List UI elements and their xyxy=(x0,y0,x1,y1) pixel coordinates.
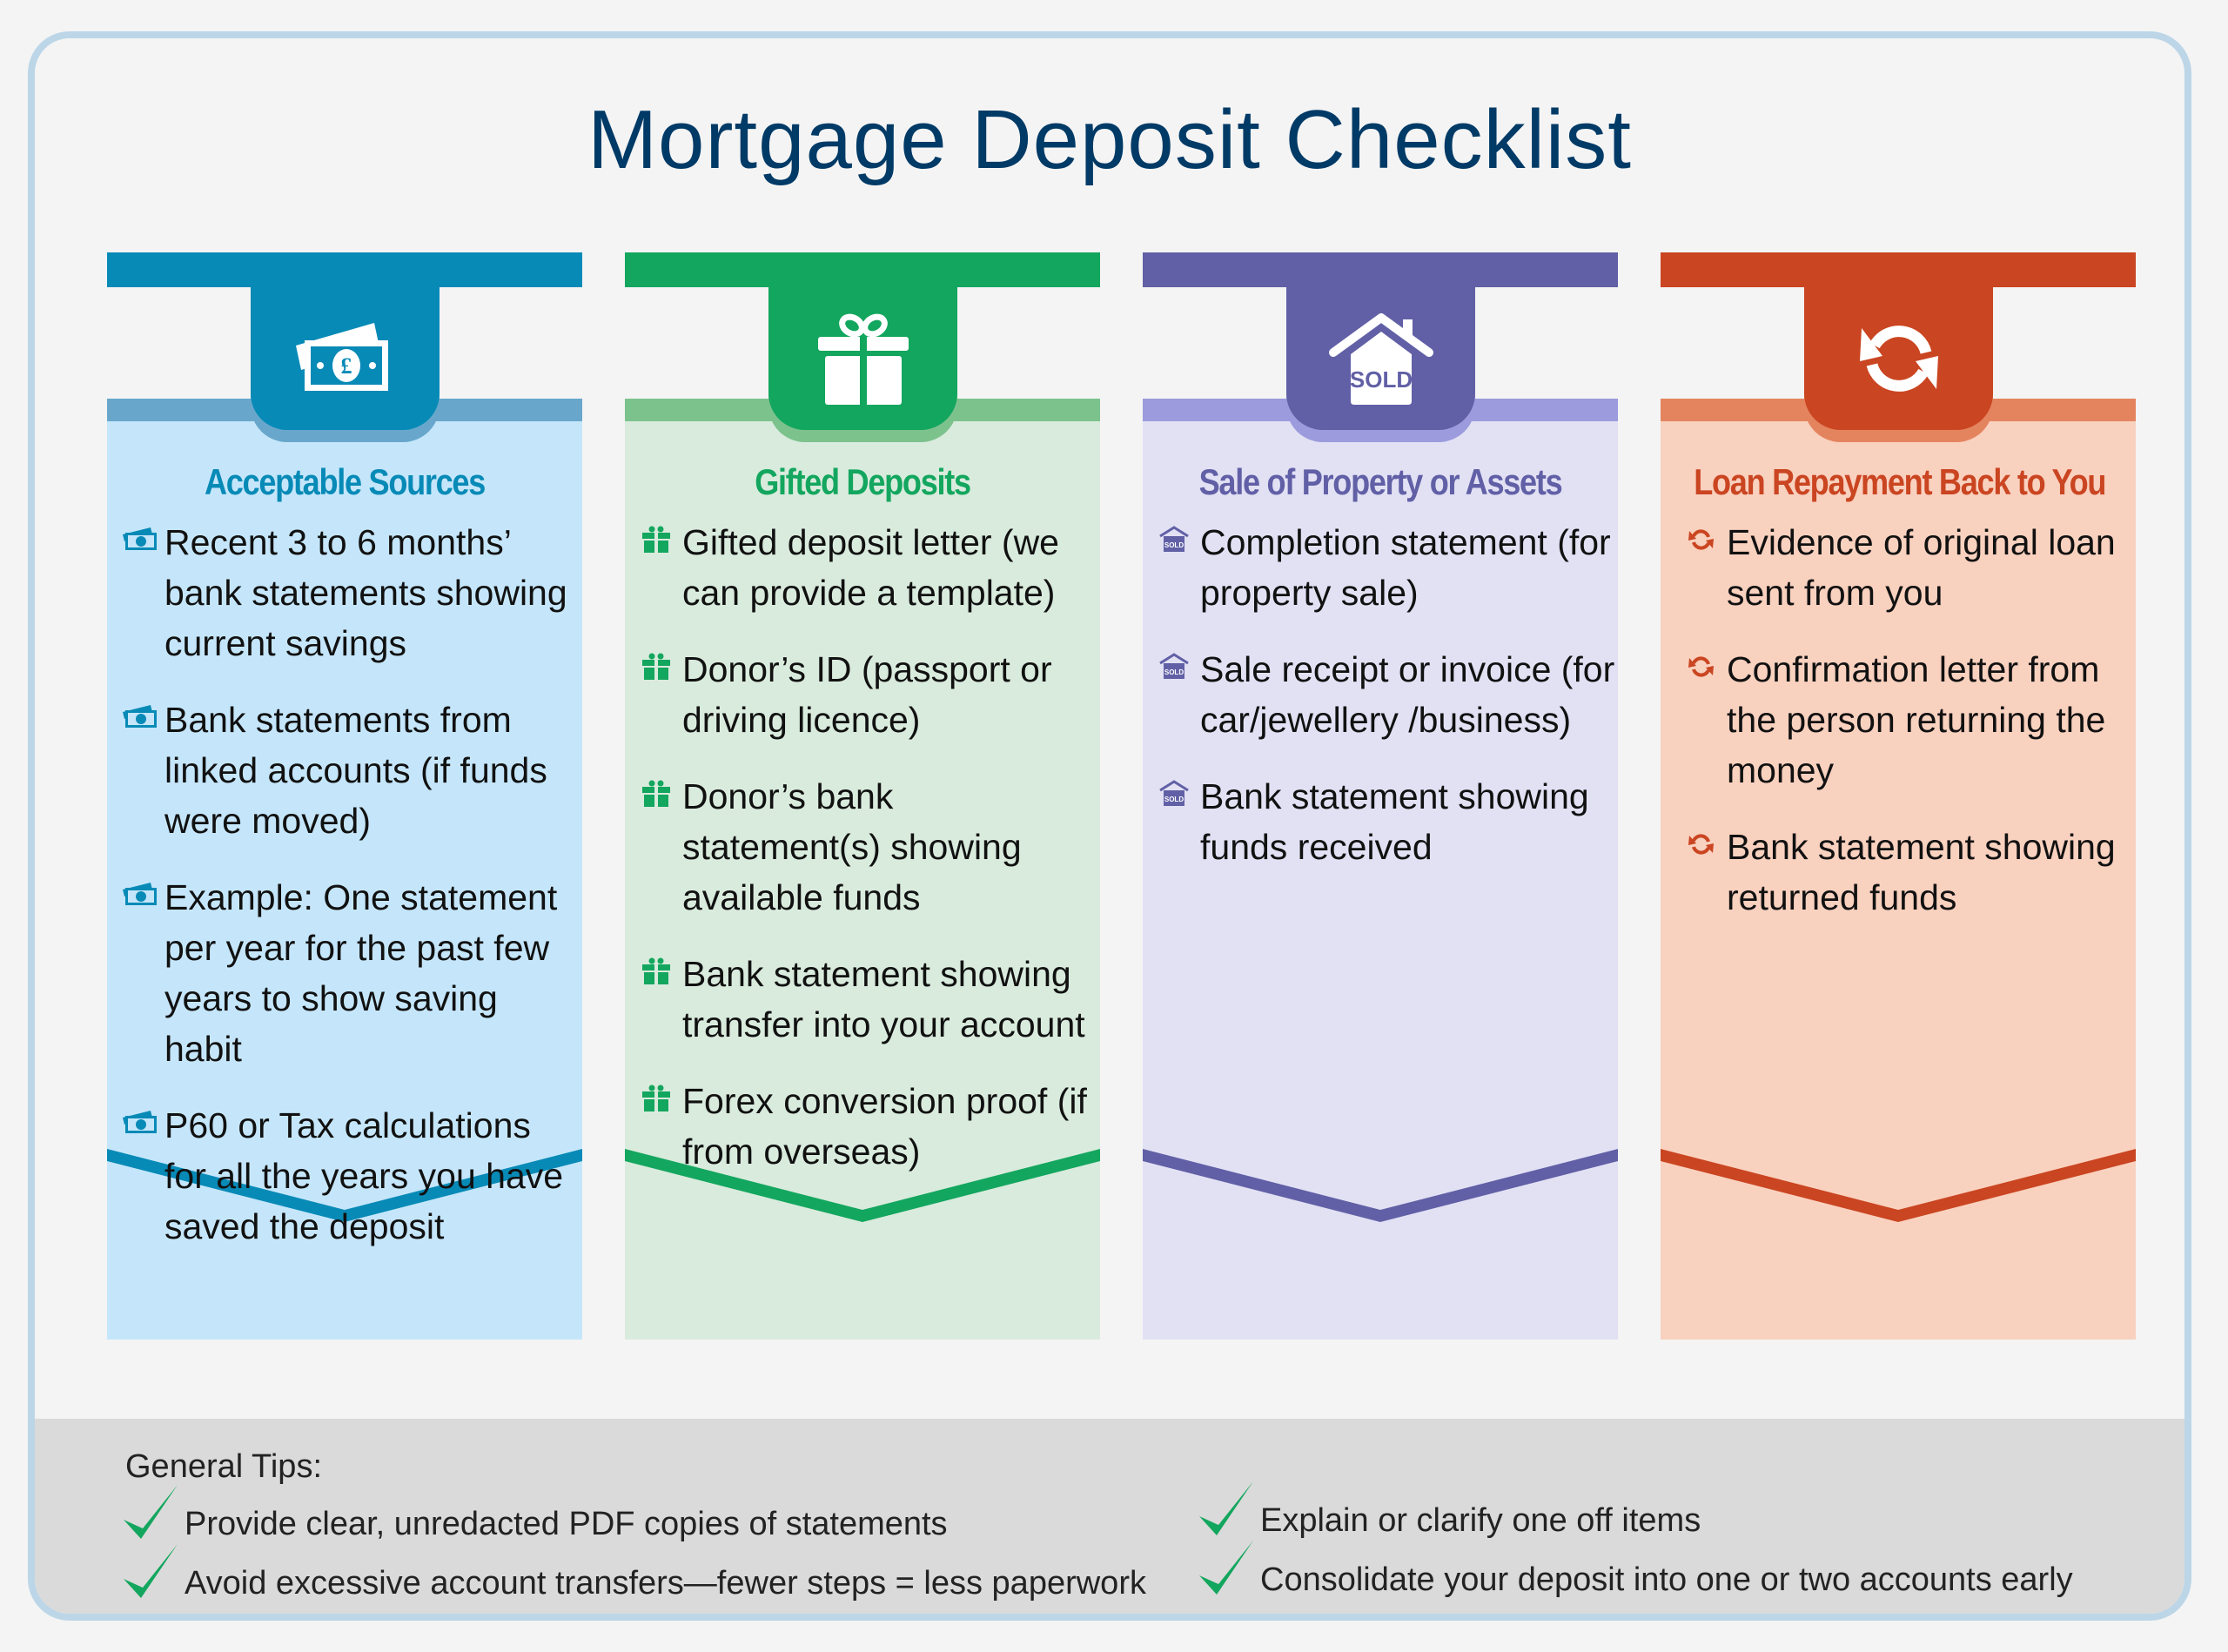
checkmark-icon xyxy=(1199,1481,1253,1535)
list-item: Example: One statement per year for the … xyxy=(119,872,582,1074)
banknote-icon xyxy=(123,527,157,550)
chevron-bottom xyxy=(625,1123,1100,1222)
column-loan-repayment: Loan Repayment Back to You Evidence of o… xyxy=(1661,252,2136,1445)
top-bar xyxy=(107,252,582,287)
gift-icon xyxy=(642,653,670,681)
tips-label: General Tips: xyxy=(125,1448,322,1485)
svg-text:SOLD: SOLD xyxy=(1349,366,1412,393)
sold-house-icon: SOLD xyxy=(1159,653,1189,679)
chevron-bottom xyxy=(1143,1123,1618,1222)
chevron-bottom xyxy=(107,1123,582,1222)
gift-icon xyxy=(642,780,670,808)
list-item: Donor’s ID (passport or driving licence) xyxy=(637,644,1100,745)
svg-text:SOLD: SOLD xyxy=(1164,541,1184,549)
list-item: Evidence of original loan sent from you xyxy=(1681,517,2144,618)
top-bar xyxy=(1143,252,1618,287)
list-item: Forex conversion proof (if from overseas… xyxy=(637,1076,1100,1177)
list-item: Gifted deposit letter (we can provide a … xyxy=(637,517,1100,618)
icon-tab: SOLD xyxy=(1286,287,1475,430)
tip-item: Explain or clarify one off items xyxy=(1199,1481,1701,1540)
icon-tab: £ xyxy=(251,287,440,430)
sold-house-icon: SOLD xyxy=(1159,526,1189,552)
checkmark-icon xyxy=(124,1485,178,1539)
checklist-frame: Mortgage Deposit Checklist £ Acceptable … xyxy=(28,31,2191,1621)
column-heading: Loan Repayment Back to You xyxy=(1694,461,2106,502)
column-heading: Acceptable Sources xyxy=(204,461,486,502)
column-gifted-deposits: Gifted Deposits Gifted deposit letter (w… xyxy=(625,252,1100,1445)
item-list: Evidence of original loan sent from you … xyxy=(1681,517,2144,949)
gift-icon xyxy=(642,526,670,554)
svg-text:SOLD: SOLD xyxy=(1164,668,1184,676)
list-item: Recent 3 to 6 months’ bank statements sh… xyxy=(119,517,582,668)
column-acceptable-sources: £ Acceptable Sources Recent 3 to 6 month… xyxy=(107,252,582,1445)
top-bar xyxy=(625,252,1100,287)
top-bar xyxy=(1661,252,2136,287)
column-heading: Sale of Property or Assets xyxy=(1198,461,1563,502)
column-heading: Gifted Deposits xyxy=(755,461,971,502)
tip-item: Consolidate your deposit into one or two… xyxy=(1199,1541,2073,1599)
list-item: Donor’s bank statement(s) showing availa… xyxy=(637,771,1100,923)
sold-house-icon: SOLD xyxy=(1328,313,1433,405)
gift-icon xyxy=(817,313,909,406)
gift-icon xyxy=(642,1085,670,1112)
page-title: Mortgage Deposit Checklist xyxy=(587,93,1632,186)
tip-item: Avoid excessive account transfers—fewer … xyxy=(124,1544,1146,1602)
refresh-arrows-icon xyxy=(1688,834,1714,855)
refresh-arrows-icon xyxy=(1859,326,1938,392)
refresh-arrows-icon xyxy=(1688,656,1714,677)
refresh-arrows-icon xyxy=(1688,529,1714,550)
list-item: Bank statements from linked accounts (if… xyxy=(119,695,582,846)
banknote-icon xyxy=(123,883,157,905)
chevron-bottom xyxy=(1661,1123,2136,1222)
list-item: Bank statement showing returned funds xyxy=(1681,822,2144,923)
general-tips-panel: General Tips: Provide clear, unredacted … xyxy=(35,1419,2184,1614)
svg-text:£: £ xyxy=(340,353,352,379)
svg-text:SOLD: SOLD xyxy=(1164,796,1184,803)
checkmark-icon xyxy=(1199,1541,1253,1595)
tip-item: Provide clear, unredacted PDF copies of … xyxy=(124,1485,948,1543)
banknote-icon xyxy=(123,1111,157,1133)
gift-icon xyxy=(642,957,670,985)
icon-tab xyxy=(1804,287,1993,430)
item-list: Recent 3 to 6 months’ bank statements sh… xyxy=(119,517,582,1278)
list-item: Bank statement showing transfer into you… xyxy=(637,949,1100,1050)
sold-house-icon: SOLD xyxy=(1159,780,1189,806)
banknote-icon xyxy=(123,705,157,728)
checkmark-icon xyxy=(124,1544,178,1598)
banknote-pound-icon: £ xyxy=(295,323,388,391)
list-item: Confirmation letter from the person retu… xyxy=(1681,644,2144,796)
list-item: P60 or Tax calculations for all the year… xyxy=(119,1100,582,1252)
icon-tab xyxy=(768,287,957,430)
item-list: Gifted deposit letter (we can provide a … xyxy=(637,517,1100,1203)
